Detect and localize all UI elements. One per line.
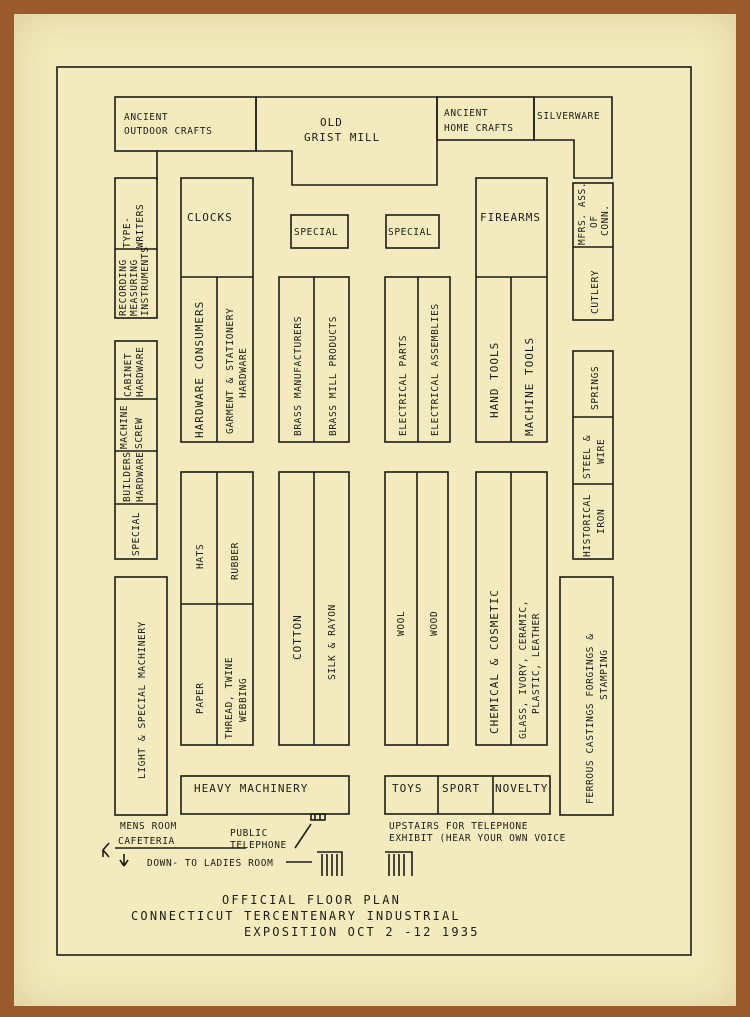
label-paper: PAPER	[195, 682, 206, 714]
label-recording-1: RECORDING	[118, 259, 129, 316]
stairs-down-icon	[317, 851, 343, 876]
label-hats: HATS	[195, 544, 206, 569]
booth-ancient-outdoor-crafts	[114, 96, 257, 152]
label-ancient-outdoor-2: OUTDOOR CRAFTS	[124, 126, 212, 137]
label-ferrous-2: STAMPING	[599, 649, 610, 700]
label-glass-1: GLASS, IVORY, CERAMIC,	[518, 600, 529, 739]
title-line-3: EXPOSITION OCT 2 -12 1935	[244, 925, 480, 939]
label-special-1: SPECIAL	[294, 227, 338, 238]
booth-divider	[573, 416, 613, 485]
booth-typewriters-recording	[114, 177, 158, 319]
label-cabinet-1: CABINET	[123, 353, 134, 397]
label-chemical: CHEMICAL & COSMETIC	[488, 589, 501, 734]
down-arrow	[119, 854, 129, 867]
label-mens-room: MENS ROOM	[120, 821, 177, 832]
label-upstairs-2: EXHIBIT (HEAR YOUR OWN VOICE	[389, 833, 566, 844]
label-grist-1: OLD	[320, 116, 343, 129]
label-garment-1: GARMENT & STATIONERY	[225, 308, 236, 434]
label-electrical-assemblies: ELECTRICAL ASSEMBLIES	[430, 303, 441, 436]
label-cafeteria: CAFETERIA	[118, 836, 175, 847]
label-special-left: SPECIAL	[131, 512, 142, 556]
label-steel-1: STEEL &	[582, 435, 593, 479]
label-firearms: FIREARMS	[480, 211, 541, 224]
label-type-1: TYPE-	[122, 216, 133, 248]
label-down-ladies: DOWN- TO LADIES ROOM	[147, 858, 273, 869]
label-cabinet-2: HARDWARE	[135, 346, 146, 397]
label-glass-2: PLASTIC, LEATHER	[531, 613, 542, 714]
label-sport: SPORT	[442, 782, 480, 795]
booth-toys-sport-novelty	[384, 775, 551, 815]
booth-divider	[181, 276, 253, 442]
label-silverware: SILVERWARE	[537, 111, 600, 122]
label-brass-mfrs: BRASS MANUFACTURERS	[293, 316, 304, 436]
booth-divider	[437, 776, 494, 814]
title-line-2: CONNECTICUT TERCENTENARY INDUSTRIAL	[131, 909, 461, 923]
label-machine-tools: MACHINE TOOLS	[523, 337, 536, 436]
label-public-telephone-1: PUBLIC	[230, 828, 268, 839]
label-type-2: WRITERS	[135, 204, 146, 248]
label-builders-2: HARDWARE	[135, 451, 146, 502]
booth-springs-steel-iron	[572, 350, 614, 560]
label-steel-2: WIRE	[596, 439, 607, 464]
label-clocks: CLOCKS	[187, 211, 233, 224]
booth-divider	[115, 398, 157, 505]
booth-light-special-machinery	[114, 576, 168, 816]
booth-heavy-machinery	[180, 775, 350, 815]
label-mfrs-3: CONN.	[600, 204, 611, 236]
booth-hardware-group	[114, 340, 158, 560]
floor-plan-diagram: ANCIENT OUTDOOR CRAFTS OLD GRIST MILL AN…	[56, 66, 692, 956]
label-special-2: SPECIAL	[388, 227, 432, 238]
label-mfrs-1: MFRS. ASS.	[577, 182, 588, 245]
label-builders-1: BUILDERS	[122, 451, 133, 502]
label-ancient-home-2: HOME CRAFTS	[444, 123, 514, 134]
label-thread-1: THREAD, TWINE	[224, 657, 235, 739]
booth-special-2	[385, 214, 440, 249]
booth-special-1	[290, 214, 349, 249]
booth-divider	[181, 472, 253, 745]
label-ferrous-1: FERROUS CASTINGS FORGINGS &	[585, 633, 596, 804]
label-wool: WOOL	[396, 611, 407, 636]
label-hand-tools: HAND TOOLS	[488, 342, 501, 418]
title-line-1: OFFICIAL FLOOR PLAN	[222, 893, 401, 907]
label-electrical-parts: ELECTRICAL PARTS	[398, 335, 409, 436]
label-novelty: NOVELTY	[495, 782, 548, 795]
telephone-booth-mark	[310, 813, 326, 821]
label-recording-3: INSTRUMENTS	[140, 246, 151, 316]
label-historical-1: HISTORICAL	[582, 494, 593, 557]
label-grist-2: GRIST MILL	[304, 131, 380, 144]
label-public-telephone-2: TELEPHONE	[230, 840, 287, 851]
label-brass-mill: BRASS MILL PRODUCTS	[328, 316, 339, 436]
booth-mfrs-cutlery	[572, 182, 614, 321]
label-screw-2: SCREW	[134, 417, 145, 449]
telephone-pointer	[294, 823, 312, 849]
label-recording-2: MEASURING	[129, 259, 140, 316]
booth-divider	[476, 276, 547, 442]
label-ancient-home-1: ANCIENT	[444, 108, 488, 119]
label-ancient-outdoor-1: ANCIENT	[124, 112, 168, 123]
label-screw-1: MACHINE	[119, 405, 130, 449]
label-cutlery: CUTLERY	[590, 270, 601, 314]
booth-silverware	[533, 96, 613, 179]
label-light-machinery: LIGHT & SPECIAL MACHINERY	[137, 621, 148, 779]
label-upstairs-1: UPSTAIRS FOR TELEPHONE	[389, 821, 528, 832]
label-silk: SILK & RAYON	[327, 604, 338, 680]
label-cotton: COTTON	[291, 614, 304, 660]
label-springs: SPRINGS	[590, 366, 601, 410]
label-garment-2: HARDWARE	[238, 347, 249, 398]
label-historical-2: IRON	[596, 509, 607, 534]
label-heavy-machinery: HEAVY MACHINERY	[194, 782, 308, 795]
label-wood: WOOD	[429, 611, 440, 636]
booth-ferrous-castings	[559, 576, 614, 816]
outer-border	[56, 66, 692, 956]
telephone-booth-mark	[314, 814, 321, 820]
label-thread-2: WEBBING	[238, 678, 249, 722]
label-rubber: RUBBER	[230, 542, 241, 580]
label-mfrs-2: OF	[589, 215, 600, 228]
floor-plan-sheet: ANCIENT OUTDOOR CRAFTS OLD GRIST MILL AN…	[14, 14, 736, 1006]
stairs-up-icon	[385, 851, 413, 876]
label-toys: TOYS	[392, 782, 423, 795]
label-hardware-consumers: HARDWARE CONSUMERS	[193, 301, 206, 438]
